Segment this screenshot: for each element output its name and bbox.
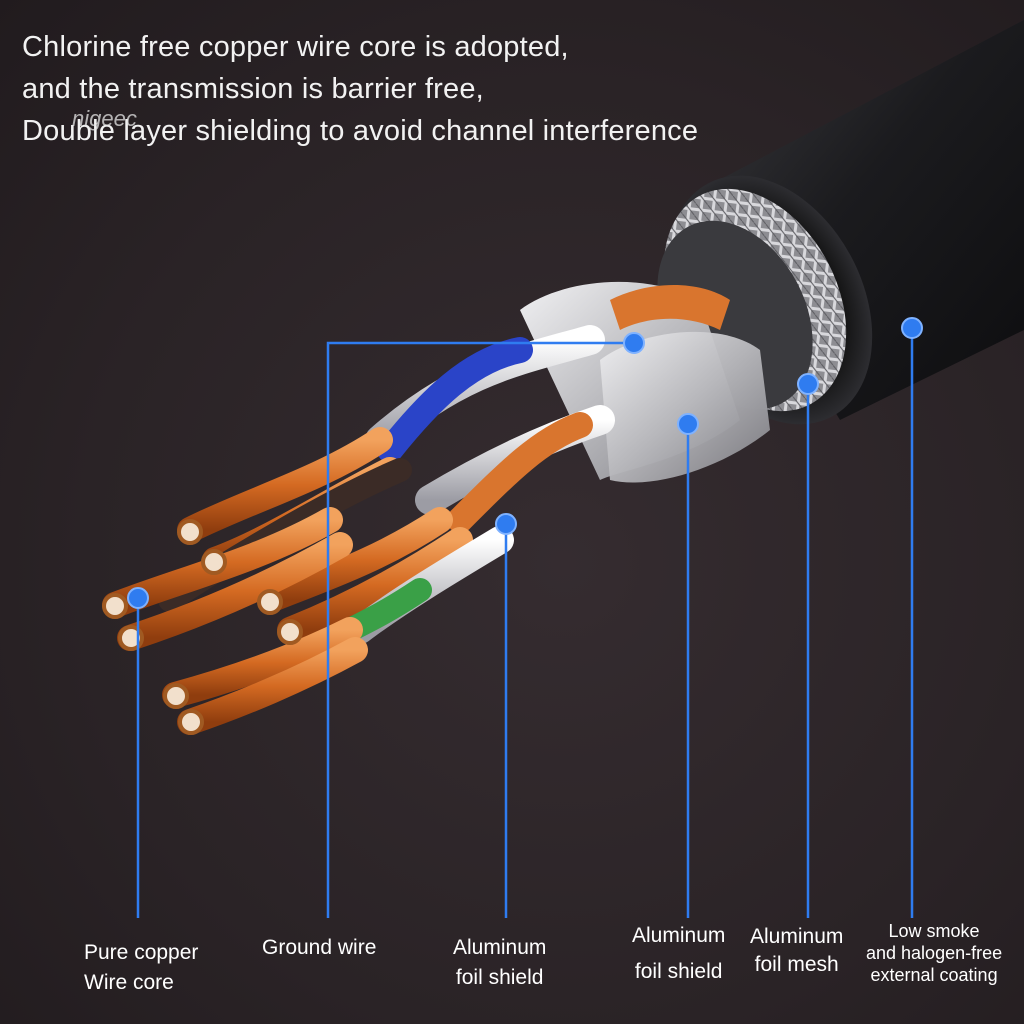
twisted-pairs: [102, 325, 615, 735]
callout-leaders: [136, 328, 914, 918]
headline-line-1: Chlorine free copper wire core is adopte…: [22, 31, 569, 63]
callout-dots: [127, 317, 923, 609]
label-coating: Low smoke and halogen-free external coat…: [866, 921, 1003, 985]
label-foil-mesh: Aluminum foil mesh: [750, 925, 844, 976]
label-foil-shield-1: Aluminum foil shield: [453, 936, 547, 989]
label-foil-shield-2: Aluminum foil shield: [632, 924, 726, 983]
headline-line-3: Double layer shielding to avoid channel …: [22, 115, 699, 147]
watermark: nigeec: [72, 106, 137, 131]
headline-line-2: and the transmission is barrier free,: [22, 73, 484, 105]
dot-foil-shield-2: [677, 413, 699, 435]
dot-foil-mesh: [797, 373, 819, 395]
dot-ground-wire: [623, 332, 645, 354]
label-pure-copper: Pure copper Wire core: [84, 941, 199, 994]
dot-pure-copper: [127, 587, 149, 609]
label-ground-wire: Ground wire: [262, 936, 377, 959]
leader-ground-wire: [326, 341, 634, 918]
dot-foil-shield-1: [495, 513, 517, 535]
headline: Chlorine free copper wire core is adopte…: [22, 26, 698, 152]
dot-coating: [901, 317, 923, 339]
